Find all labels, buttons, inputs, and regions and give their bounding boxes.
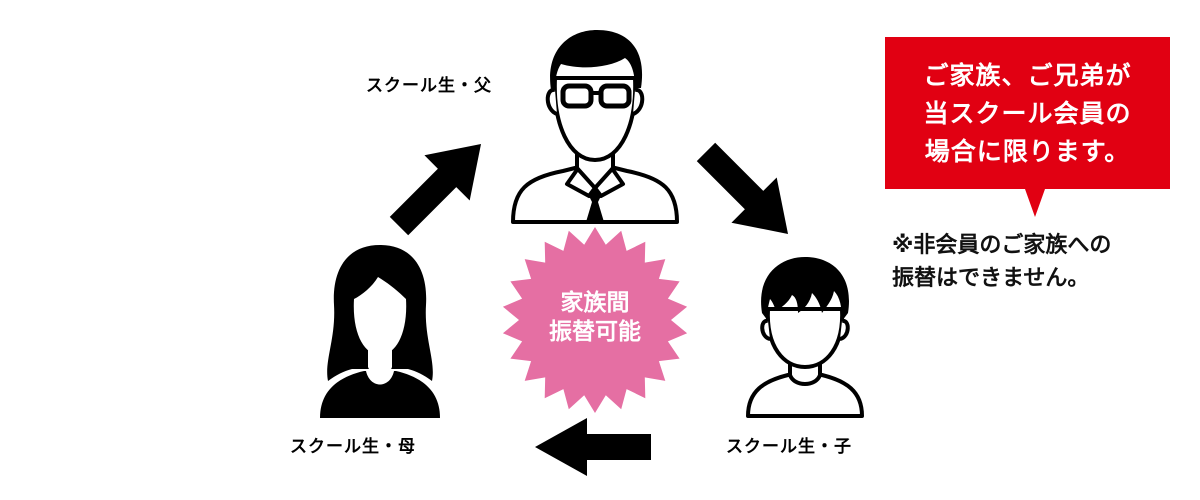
burst-text: 家族間 振替可能 bbox=[497, 289, 693, 347]
burst-shape bbox=[502, 227, 688, 413]
transfer-possible-badge: 家族間 振替可能 bbox=[497, 225, 693, 415]
callout-bubble bbox=[885, 37, 1170, 217]
child-icon bbox=[746, 257, 864, 418]
burst-line-2: 振替可能 bbox=[549, 319, 641, 345]
arrow-up-right-icon bbox=[389, 143, 482, 236]
condition-callout: ご家族、ご兄弟が 当スクール会員の 場合に限ります。 bbox=[885, 37, 1170, 222]
mother-label: スクール生・母 bbox=[290, 437, 416, 457]
callout-line-3: 場合に限ります。 bbox=[924, 137, 1131, 166]
arrow-left-icon bbox=[535, 418, 651, 476]
burst-line-1: 家族間 bbox=[560, 290, 630, 316]
callout-line-1: ご家族、ご兄弟が bbox=[923, 61, 1132, 90]
man-with-glasses-icon bbox=[511, 30, 679, 224]
non-member-note: ※非会員のご家族への 振替はできません。 bbox=[892, 229, 1111, 295]
callout-line-2: 当スクール会員の bbox=[923, 99, 1132, 128]
woman-icon bbox=[320, 245, 440, 418]
child-label: スクール生・子 bbox=[726, 437, 852, 457]
father-label: スクール生・父 bbox=[366, 76, 492, 96]
callout-text: ご家族、ご兄弟が 当スクール会員の 場合に限ります。 bbox=[885, 57, 1170, 171]
note-line-2: 振替はできません。 bbox=[892, 266, 1090, 291]
note-line-1: ※非会員のご家族への bbox=[892, 233, 1112, 258]
arrow-down-right-icon bbox=[696, 142, 789, 235]
